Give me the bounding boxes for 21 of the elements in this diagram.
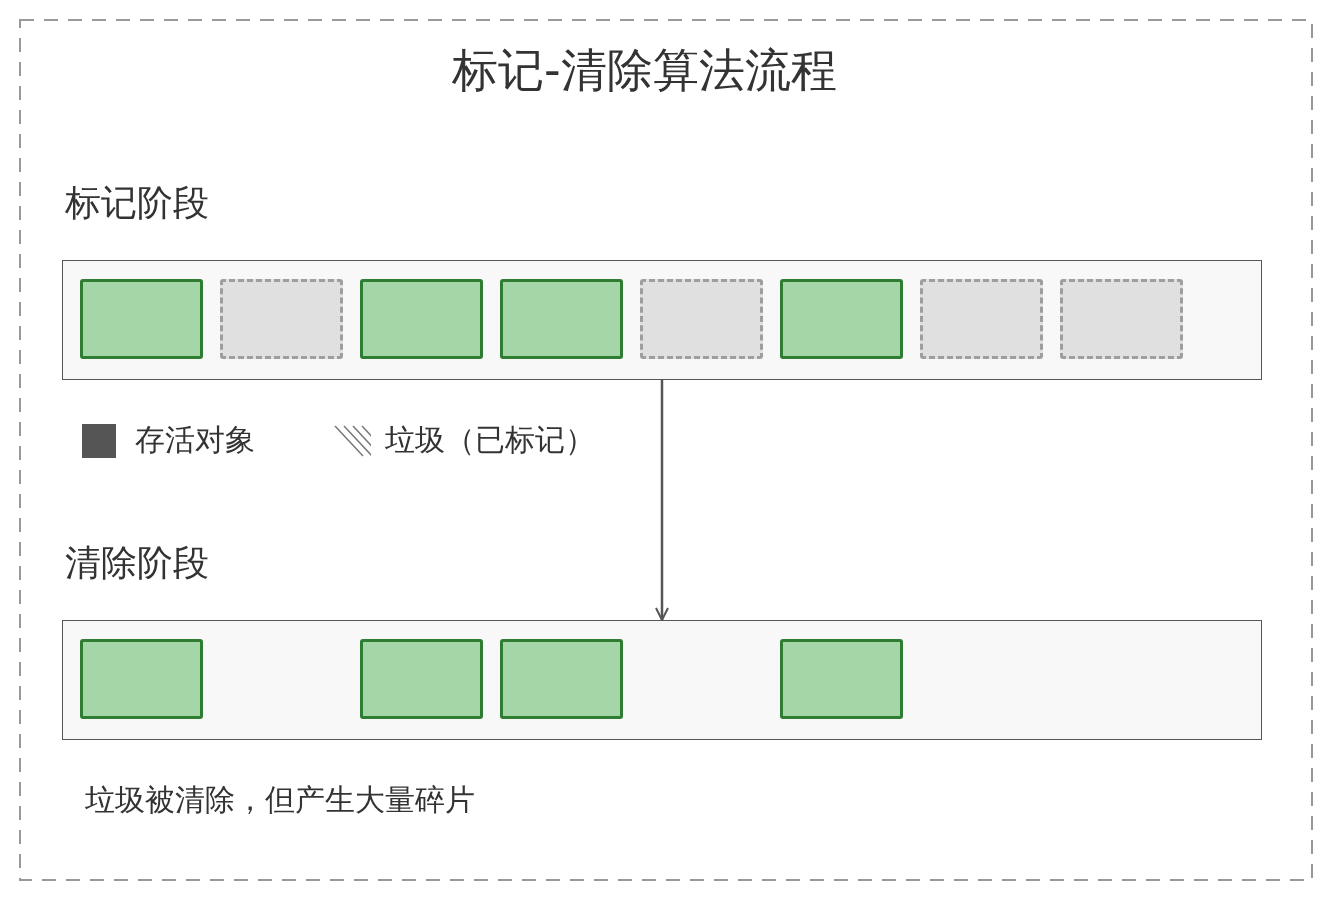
object-block: [360, 639, 483, 719]
legend-label: 存活对象: [135, 421, 255, 459]
arrow: [655, 380, 669, 621]
garbage-block: [920, 279, 1043, 359]
garbage-block: [640, 279, 763, 359]
legend-label: 垃圾（已标记）: [385, 421, 595, 459]
note: 垃圾被清除，但产生大量碎片: [85, 781, 475, 819]
memory-bar: [62, 260, 1262, 380]
section-heading: 清除阶段: [65, 541, 209, 585]
title: 标记-清除算法流程: [452, 42, 837, 99]
object-block: [80, 279, 203, 359]
garbage-block: [220, 279, 343, 359]
object-block: [80, 639, 203, 719]
object-block: [780, 639, 903, 719]
object-block: [500, 279, 623, 359]
object-block: [780, 279, 903, 359]
garbage-block: [1060, 279, 1183, 359]
section-heading: 标记阶段: [65, 181, 209, 225]
memory-bar: [62, 620, 1262, 740]
object-block: [500, 639, 623, 719]
object-block: [360, 279, 483, 359]
